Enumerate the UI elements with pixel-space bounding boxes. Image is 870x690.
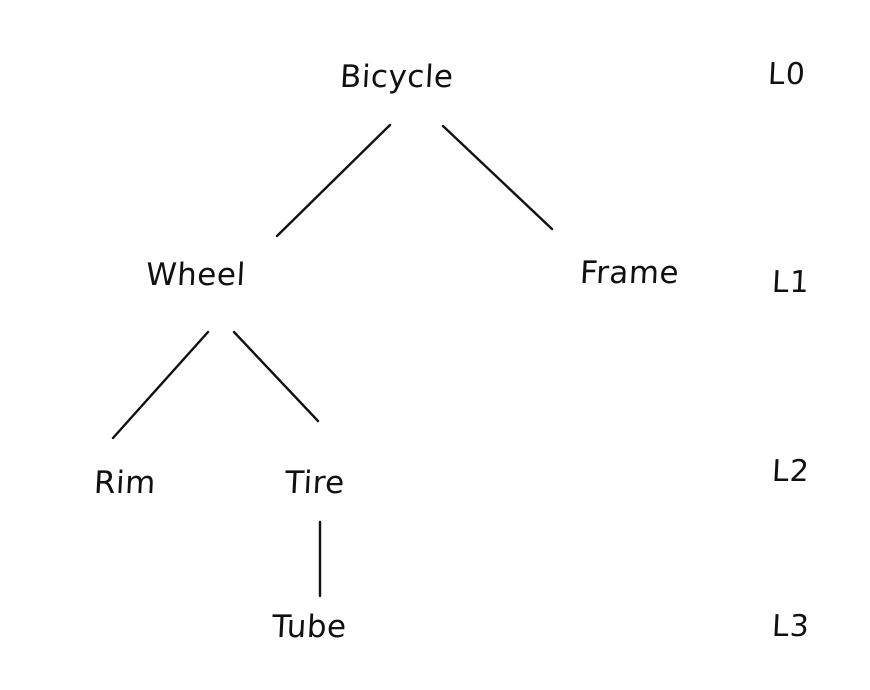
- edge-wheel-tire: [232, 330, 320, 423]
- level-label-l1: L1: [771, 265, 811, 300]
- node-frame: Frame: [579, 255, 681, 291]
- node-tire: Tire: [284, 465, 346, 501]
- level-label-l3: L3: [771, 609, 811, 644]
- node-rim: Rim: [93, 465, 157, 501]
- level-label-l0: L0: [767, 57, 807, 92]
- level-label-l2: L2: [771, 454, 811, 489]
- edge-bicycle-wheel: [275, 123, 392, 238]
- node-bicycle: Bicycle: [339, 59, 455, 95]
- edge-wheel-rim: [111, 330, 210, 440]
- edge-bicycle-frame: [441, 124, 554, 231]
- node-wheel: Wheel: [145, 257, 247, 293]
- node-tube: Tube: [271, 609, 348, 645]
